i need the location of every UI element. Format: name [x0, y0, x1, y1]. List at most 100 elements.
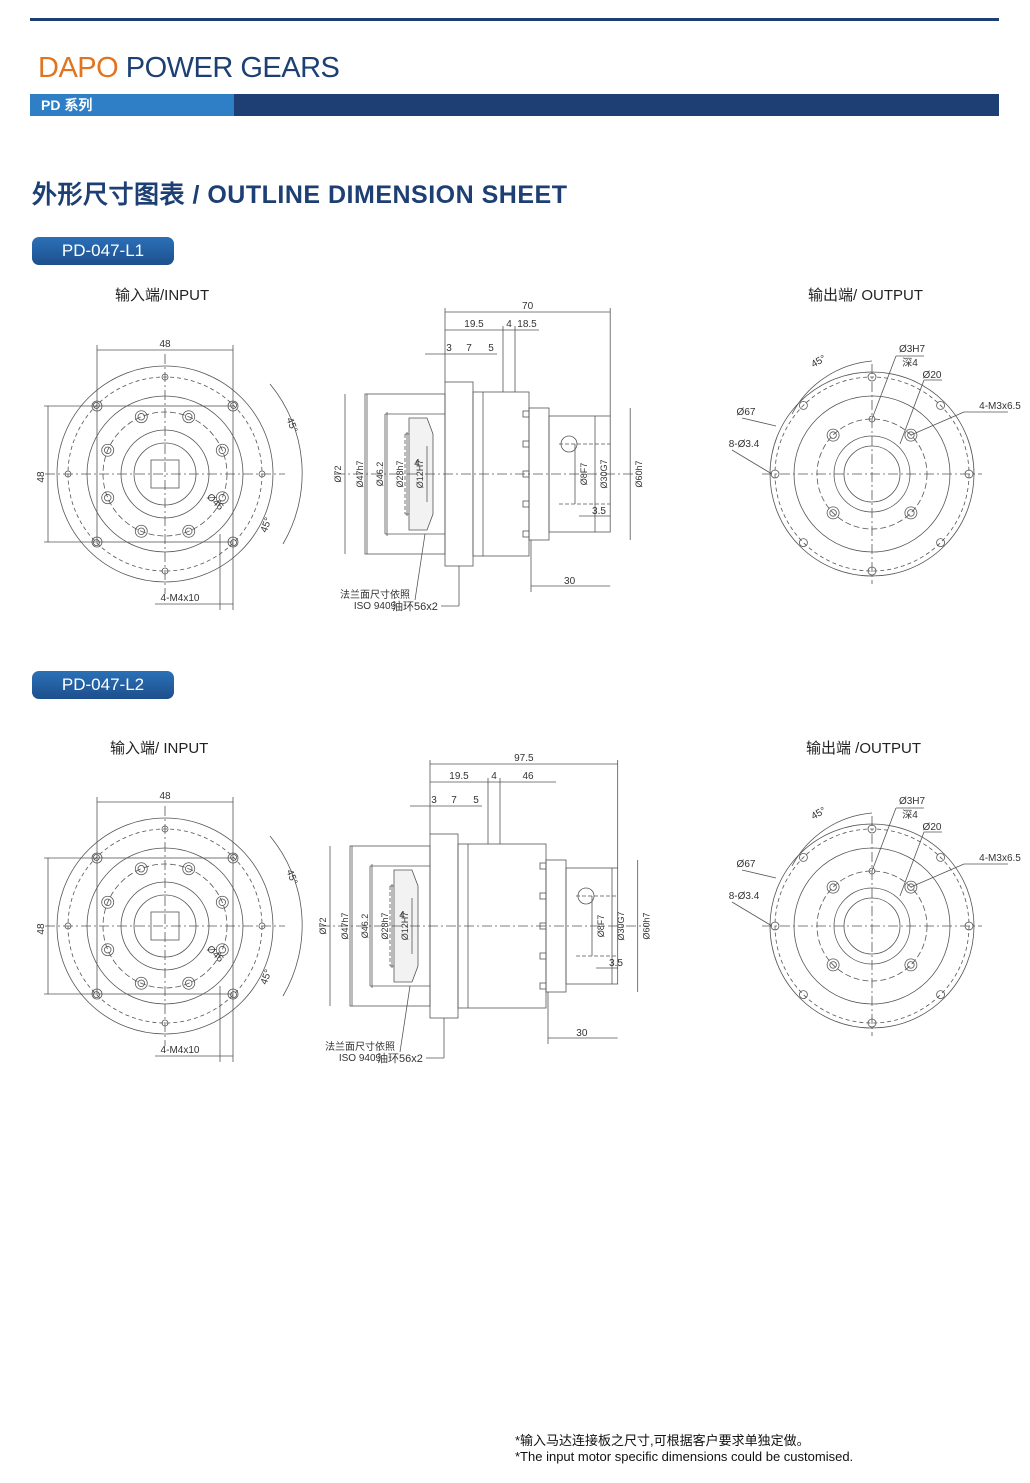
bolt-hole [134, 862, 148, 876]
flange-hole [230, 854, 237, 861]
segment-dimension: 4 [491, 771, 497, 782]
brand-logo: DAPO POWER GEARS [38, 52, 340, 85]
output-flange-hole [867, 372, 877, 382]
bolt-hole [215, 491, 229, 505]
diameter-dimension: Ø46.2 [375, 462, 385, 487]
height-dimension: 48 [36, 471, 47, 483]
holes-callout: 8-Ø3.4 [729, 891, 760, 902]
output-flange-hole [799, 990, 808, 999]
small-dimension: 3 [446, 343, 452, 354]
keyway-dimension: 4 [414, 458, 420, 469]
output-flange-hole [964, 921, 974, 931]
output-pin-hole [577, 887, 595, 905]
angle-dimension: 45° [259, 968, 275, 986]
output-flange-hole [936, 990, 945, 999]
housing-bolt [539, 982, 547, 990]
output-length-dimension: 30 [576, 1028, 588, 1039]
shoulder-dimension: 3.5 [592, 506, 606, 517]
model-name-pill: PD-047-L2 [32, 671, 174, 699]
bolt-hole [826, 506, 840, 520]
brand-part-1: DAPO [38, 52, 119, 84]
output-view-label: 输出端/ OUTPUT [808, 287, 923, 304]
output-flange-hole [799, 853, 808, 862]
small-dimension: 5 [488, 343, 494, 354]
housing-bolt [539, 892, 547, 900]
bolt-hole-inner [137, 865, 145, 873]
output-flange-hole [799, 538, 808, 547]
bolt-hole-inner [137, 413, 145, 421]
bolt-hole [101, 943, 115, 957]
shoulder-dimension: 3.5 [609, 958, 623, 969]
series-tag: PD 系列 [30, 94, 234, 116]
dowel-hole [868, 867, 876, 875]
bolt-hole [904, 958, 918, 972]
flange-hole [230, 402, 237, 409]
dowel-hole [868, 415, 876, 423]
angle-arc [791, 360, 873, 415]
bolt-hole [182, 524, 196, 538]
bolt-hole [215, 895, 229, 909]
output-flange-hole [867, 1018, 877, 1028]
flange-hole [258, 922, 266, 930]
bolt-hole [904, 428, 918, 442]
angle-dimension: 45° [809, 805, 828, 822]
flange-note: ISO 9409 [354, 601, 397, 612]
bolt-hole-inner [137, 527, 145, 535]
housing-bolt [539, 952, 547, 960]
angle-dimension: 45° [809, 353, 828, 370]
body-circle [86, 847, 244, 1005]
depth-callout: 深4 [902, 809, 918, 821]
outer-flange-circle [56, 365, 274, 583]
housing-bolt [522, 500, 530, 508]
bore-callout: Ø20 [923, 370, 942, 381]
height-dimension: 48 [36, 923, 47, 935]
bolt-hole [215, 943, 229, 957]
bolt-hole-inner [218, 494, 226, 502]
output-flange-hole [770, 921, 780, 931]
output-flange-hole [936, 401, 945, 410]
flange-hole [64, 922, 72, 930]
output-flange-hole [936, 538, 945, 547]
diameter-dimension: Ø28h7 [395, 460, 405, 487]
segment-dimension: 19.5 [464, 319, 484, 330]
diameter-callout: Ø67 [737, 859, 756, 870]
output-pin-hole [560, 435, 578, 453]
holes-callout: 4-M4x10 [161, 593, 200, 604]
bolt-hole-inner [104, 494, 112, 502]
section-title: 外形尺寸图表 / OUTLINE DIMENSION SHEET [32, 181, 568, 209]
flange-hole [93, 854, 100, 861]
input-view-label: 输入端/ INPUT [110, 740, 209, 757]
bore-callout: Ø20 [923, 822, 942, 833]
diameter-dimension: Ø8F7 [596, 915, 606, 938]
angle-dimension: 45° [284, 416, 300, 434]
flange-hole [230, 539, 237, 546]
output-flange-hole [964, 469, 974, 479]
segment-dimension: 46 [522, 771, 534, 782]
small-dimension: 3 [431, 795, 437, 806]
angle-dimension: 45° [284, 868, 300, 886]
bolt-hole [134, 976, 148, 990]
footnote-cn: *输入马达连接板之尺寸,可根据客户要求单独定做。 [515, 1433, 810, 1448]
output-flange-hole [867, 824, 877, 834]
bolt-hole-inner [907, 431, 915, 439]
bolt-hole [134, 410, 148, 424]
series-bar [30, 94, 999, 116]
housing-bolt [522, 410, 530, 418]
housing-bolt [522, 530, 530, 538]
diameter-dimension: Ø60h7 [642, 912, 652, 939]
segment-dimension: 4 [506, 319, 512, 330]
bolt-hole-inner [829, 431, 837, 439]
diameter-callout: Ø67 [737, 407, 756, 418]
thread-callout: 4-M3x6.5 [979, 401, 1021, 412]
angle-arc [269, 835, 303, 997]
pcd-dimension: Ø46 [204, 944, 225, 965]
bolt-hole-inner [104, 946, 112, 954]
bolt-hole-inner [185, 413, 193, 421]
bolt-hole-inner [829, 961, 837, 969]
bolt-hole-inner [907, 883, 915, 891]
outer-flange-circle [56, 817, 274, 1035]
output-length-dimension: 30 [564, 576, 576, 587]
bolt-hole-inner [218, 898, 226, 906]
